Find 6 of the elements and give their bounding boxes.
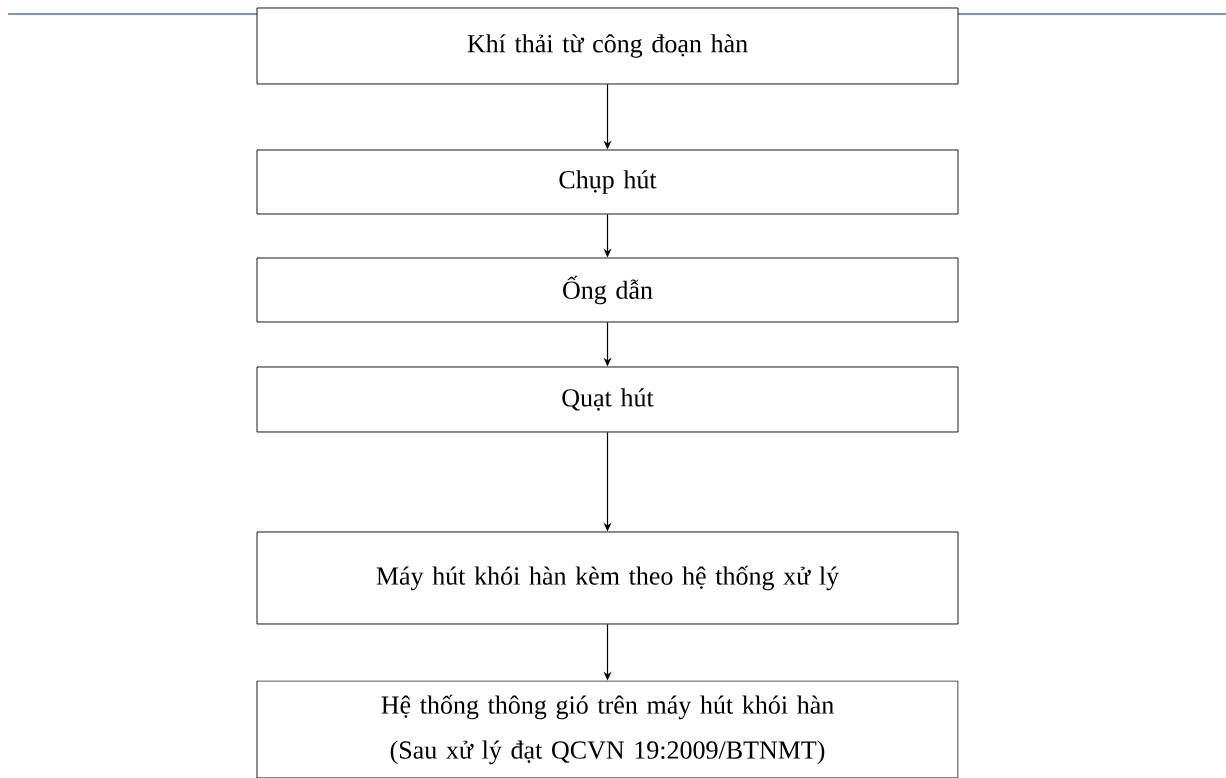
process-box: Quạt hút	[256, 366, 959, 433]
process-box: Chụp hút	[256, 149, 959, 215]
process-box: Ống dẫn	[256, 257, 959, 323]
process-box: Hệ thống thông gió trên máy hút khói hàn (Sau xử lý đạt QCVN 19:2009/BTNMT)	[256, 680, 959, 778]
process-box: Máy hút khói hàn kèm theo hệ thống xử lý	[256, 531, 959, 625]
process-box: Khí thải từ công đoạn hàn	[256, 7, 959, 85]
